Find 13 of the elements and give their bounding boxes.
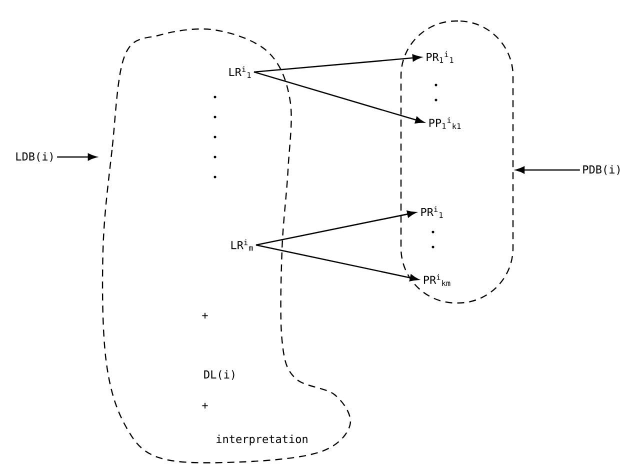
arrow — [254, 54, 422, 73]
dashed-outline — [102, 28, 351, 464]
arrow — [256, 210, 416, 246]
arrow — [516, 166, 580, 174]
text-label: LDB(i) — [16, 152, 53, 162]
text-label: + — [202, 402, 208, 409]
text-label: DL(i) — [204, 370, 234, 380]
text-label: interpretation — [216, 434, 308, 446]
text-label: + — [202, 312, 208, 319]
arrow — [254, 71, 424, 124]
arrow — [256, 244, 419, 282]
text-label: PDB(i) — [583, 165, 620, 175]
arrow — [57, 153, 97, 161]
